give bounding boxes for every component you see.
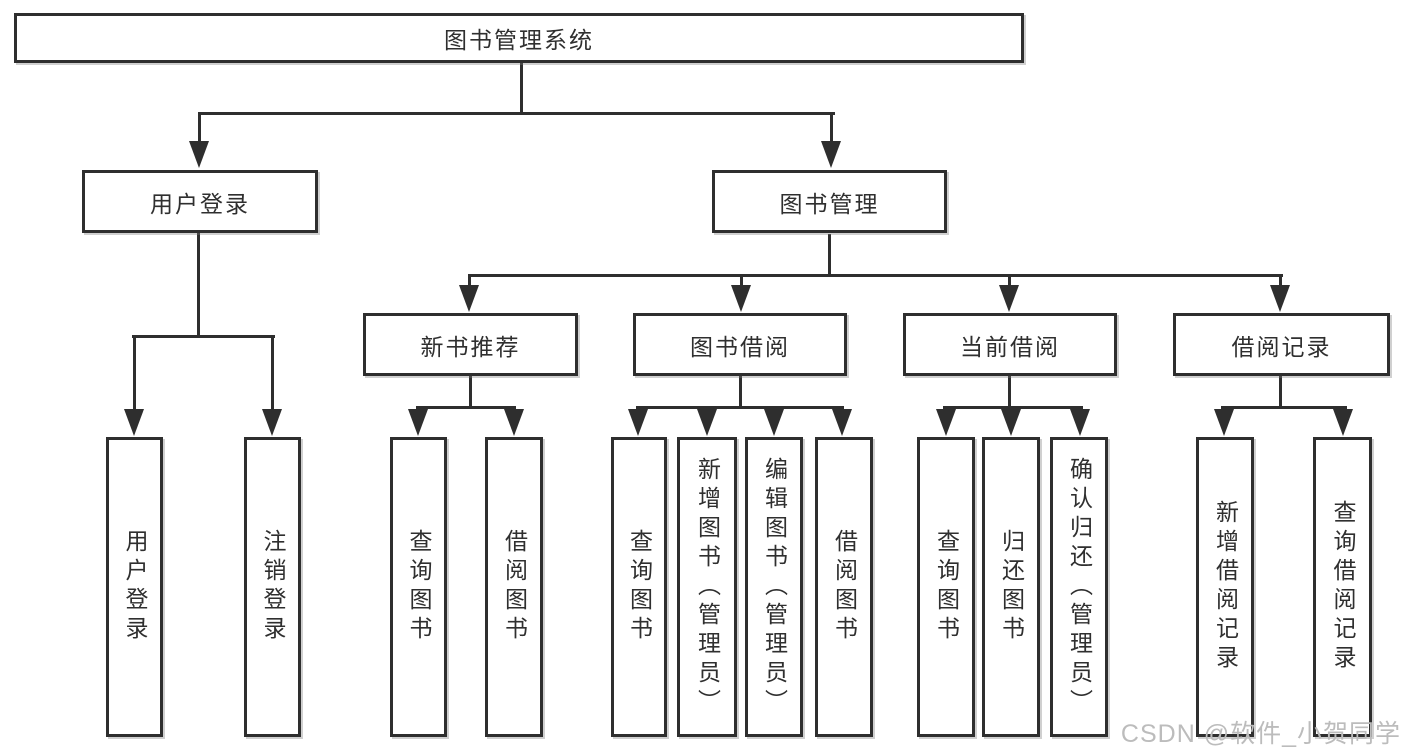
leaf-logout: 注销登录 [244,437,301,737]
connector-line [197,233,200,337]
leaf-add-borrow-record: 新增借阅记录 [1196,437,1254,737]
arrowhead-down-icon [124,409,144,436]
node-current-borrowing: 当前借阅 [903,313,1117,376]
node-label: 新增借阅记录 [1212,500,1239,674]
node-book-management: 图书管理 [712,170,947,233]
leaf-borrow-query-books: 查询图书 [611,437,667,737]
node-label: 图书借阅 [690,333,790,360]
node-label: 用户登录 [122,529,148,645]
node-label: 借阅图书 [501,529,528,645]
connector-line [1008,376,1011,408]
arrowhead-down-icon [731,285,751,312]
connector-line [1221,406,1347,409]
arrowhead-down-icon [459,285,479,312]
arrow-shaft [198,112,201,144]
arrow-shaft [271,335,274,412]
arrowhead-down-icon [764,409,784,436]
connector-line [132,335,275,338]
connector-line [198,112,835,115]
arrowhead-down-icon [262,409,282,436]
arrowhead-down-icon [1333,409,1353,436]
connector-line [636,406,843,409]
connector-line [739,376,742,408]
arrowhead-down-icon [189,141,209,168]
node-user-login: 用户登录 [82,170,318,233]
connector-line [943,406,1083,409]
node-label: 新书推荐 [420,333,521,360]
leaf-current-query-books: 查询图书 [917,437,975,737]
arrowhead-down-icon [999,285,1019,312]
arrowhead-down-icon [504,409,524,436]
arrow-shaft [830,112,833,144]
connector-line [468,274,1283,277]
connector-line [1279,376,1282,408]
node-label: 归还图书 [998,529,1025,645]
arrow-shaft [740,274,743,288]
connector-line [828,234,831,277]
node-label: 查询借阅记录 [1330,500,1356,674]
leaf-user-login: 用户登录 [106,437,163,737]
node-label: 借阅图书 [831,529,858,645]
arrowhead-down-icon [1001,409,1021,436]
leaf-edit-books-admin: 编辑图书（管理员） [745,437,803,737]
node-label: 用户登录 [150,190,250,217]
node-label: 图书管理 [779,190,880,217]
arrow-shaft [133,335,136,412]
leaf-query-borrow-record: 查询借阅记录 [1313,437,1372,737]
connector-line [416,406,516,409]
arrowhead-down-icon [408,409,428,436]
node-label: 当前借阅 [960,333,1060,360]
node-label: 编辑图书（管理员） [761,456,788,718]
arrowhead-down-icon [936,409,956,436]
connector-line [520,63,523,114]
node-label: 查询图书 [406,529,432,645]
arrow-shaft [1279,274,1282,288]
arrowhead-down-icon [697,409,717,436]
node-borrowing-records: 借阅记录 [1173,313,1390,376]
leaf-return-books: 归还图书 [982,437,1040,737]
leaf-add-books-admin: 新增图书（管理员） [677,437,737,737]
leaf-borrow-books: 借阅图书 [815,437,873,737]
leaf-confirm-return-admin: 确认归还（管理员） [1050,437,1108,737]
node-label: 注销登录 [260,529,286,645]
connector-line [469,376,472,408]
arrowhead-down-icon [1270,285,1290,312]
arrowhead-down-icon [628,409,648,436]
node-label: 查询图书 [626,529,653,645]
node-new-book-recommendation: 新书推荐 [363,313,578,376]
node-label: 确认归还（管理员） [1066,456,1093,718]
node-label: 新增图书（管理员） [694,456,721,718]
arrowhead-down-icon [821,141,841,168]
leaf-rec-borrow-books: 借阅图书 [485,437,543,737]
leaf-rec-query-books: 查询图书 [390,437,447,737]
node-label: 查询图书 [933,529,960,645]
watermark: CSDN @软件_小贺同学 [1120,720,1401,747]
node-label: 图书管理系统 [444,27,594,53]
arrowhead-down-icon [1214,409,1234,436]
node-library-management-system: 图书管理系统 [14,13,1024,63]
arrow-shaft [468,274,471,288]
node-book-borrowing: 图书借阅 [633,313,847,376]
arrowhead-down-icon [1070,409,1090,436]
node-label: 借阅记录 [1231,333,1332,360]
arrow-shaft [1008,274,1011,288]
arrowhead-down-icon [832,409,852,436]
